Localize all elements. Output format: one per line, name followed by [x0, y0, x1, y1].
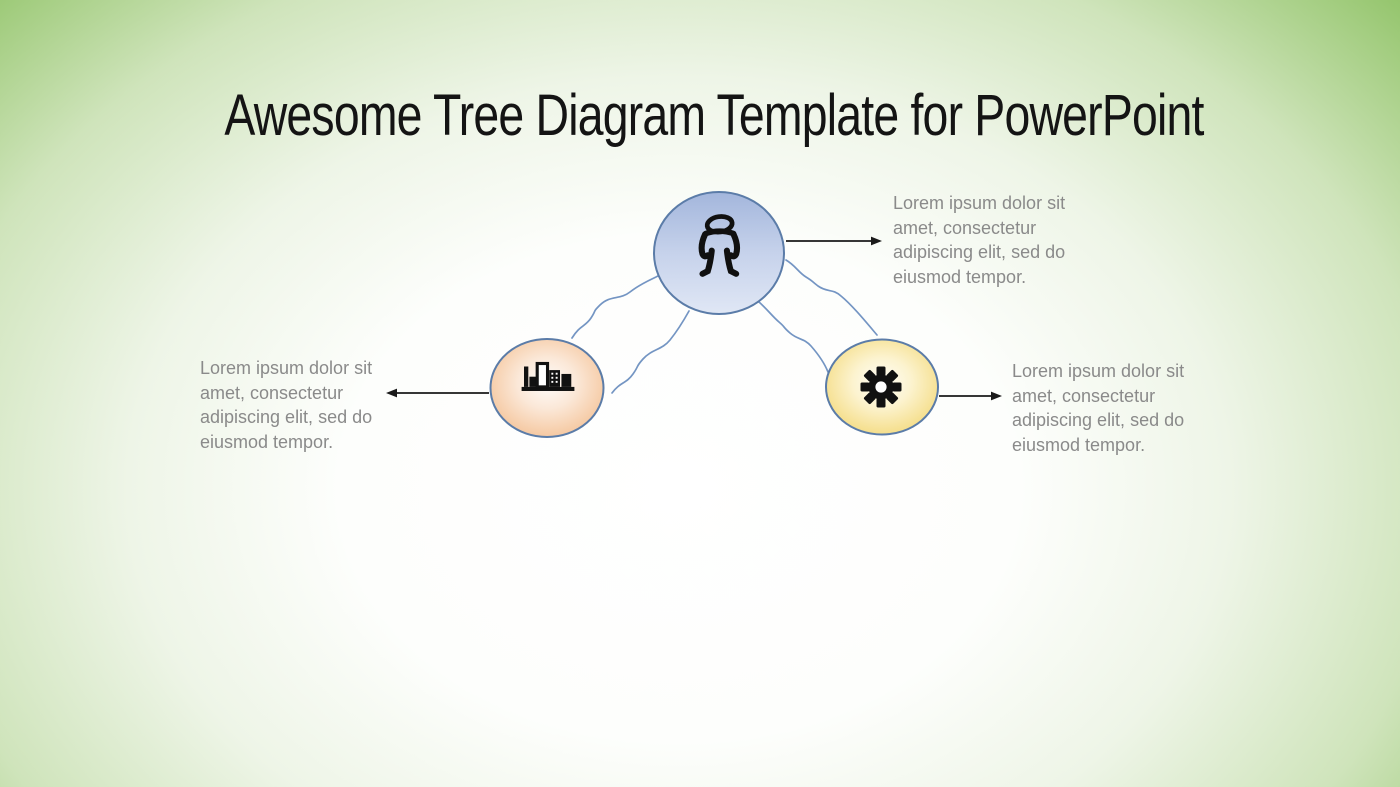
- connector-right: [758, 259, 878, 373]
- arrow-left-caption: [386, 388, 489, 398]
- buildings-icon: [521, 361, 575, 391]
- caption-left: Lorem ipsum dolor sit amet, consectetur …: [200, 358, 373, 452]
- gear-icon: [860, 366, 902, 408]
- slide-title-text: Awesome Tree Diagram Template for PowerP…: [224, 83, 1204, 148]
- connector-left: [571, 275, 690, 394]
- page-title: Awesome Tree Diagram Template for PowerP…: [14, 83, 1400, 148]
- caption-top: Lorem ipsum dolor sit amet, consectetur …: [893, 193, 1066, 287]
- arrow-right-caption: [939, 391, 1002, 401]
- node-top-circle: [653, 191, 785, 315]
- caption-right: Lorem ipsum dolor sit amet, consectetur …: [1012, 361, 1185, 455]
- person-icon: [698, 214, 741, 277]
- arrow-top-caption: [786, 236, 882, 246]
